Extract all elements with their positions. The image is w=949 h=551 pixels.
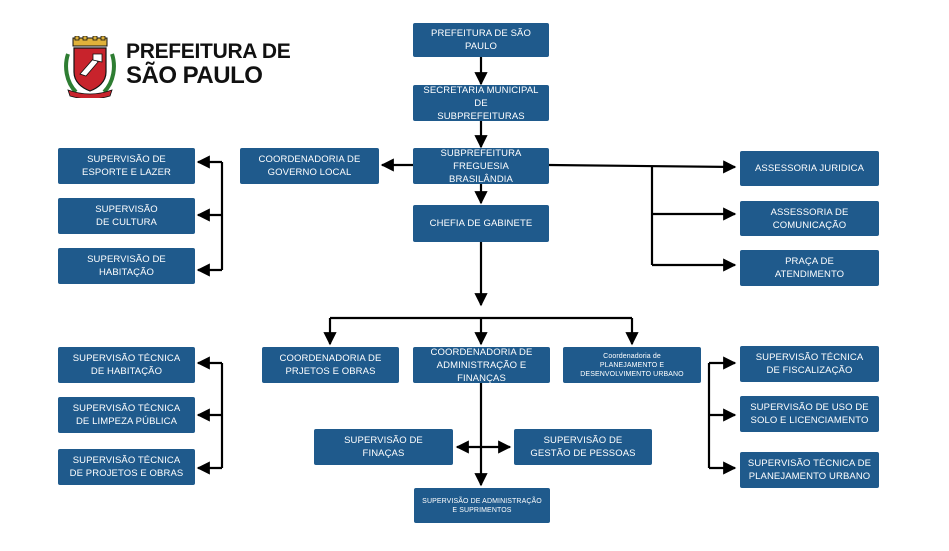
box-chefia: CHEFIA DE GABINETE bbox=[413, 205, 549, 242]
box-sup-tec-fiscalizacao: SUPERVISÃO TÉCNICA DE FISCALIZAÇÃO bbox=[740, 346, 879, 382]
box-assessoria-comunicacao: ASSESSORIA DE COMUNICAÇÃO bbox=[740, 201, 879, 236]
box-secretaria: SECRETARIA MUNICIPAL DE SUBPREFEITURAS bbox=[413, 85, 549, 122]
box-coord-planejamento: Coordenadoria de PLANEJAMENTO E DESENVOL… bbox=[563, 347, 701, 383]
box-sup-cultura: SUPERVISÃO DE CULTURA bbox=[58, 198, 195, 234]
box-sup-tec-limpeza: SUPERVISÃO TÉCNICA DE LIMPEZA PÚBLICA bbox=[58, 397, 195, 433]
box-sup-tec-planejamento: SUPERVISÃO TÉCNICA DE PLANEJAMENTO URBAN… bbox=[740, 452, 879, 488]
logo-text: PREFEITURA DE SÃO PAULO bbox=[126, 41, 291, 89]
box-subprefeitura: SUBPREFEITURA FREGUESIA BRASILÂNDIA bbox=[413, 148, 549, 185]
box-sup-uso-solo: SUPERVISÃO DE USO DE SOLO E LICENCIAMENT… bbox=[740, 396, 879, 432]
coat-of-arms-icon bbox=[64, 36, 116, 98]
box-sup-esporte: SUPERVISÃO DE ESPORTE E LAZER bbox=[58, 148, 195, 184]
box-coord-projetos: COORDENADORIA DE PRJETOS E OBRAS bbox=[262, 347, 399, 383]
box-sup-gestao-pessoas: SUPERVISÃO DE GESTÃO DE PESSOAS bbox=[514, 429, 652, 465]
box-sup-tec-habitacao: SUPERVISÃO TÉCNICA DE HABITAÇÃO bbox=[58, 347, 195, 383]
box-assessoria-juridica: ASSESSORIA JURIDICA bbox=[740, 151, 879, 186]
box-coord-administracao: COORDENADORIA DE ADMINISTRAÇÃO E FINANÇA… bbox=[413, 347, 550, 384]
box-coord-governo: COORDENADORIA DE GOVERNO LOCAL bbox=[240, 148, 379, 184]
box-sup-habitacao: SUPERVISÃO DE HABITAÇÃO bbox=[58, 248, 195, 284]
box-sup-tec-projetos: SUPERVISÃO TÉCNICA DE PROJETOS E OBRAS bbox=[58, 449, 195, 485]
box-praca-atendimento: PRAÇA DE ATENDIMENTO bbox=[740, 250, 879, 286]
logo-line1: PREFEITURA DE bbox=[126, 40, 291, 63]
logo-line2: SÃO PAULO bbox=[126, 62, 263, 89]
box-sup-adm-suprimentos: SUPERVISÃO DE ADMINISTRAÇÃO E SUPRIMENTO… bbox=[414, 488, 550, 523]
box-sup-financas: SUPERVISÃO DE FINAÇAS bbox=[314, 429, 453, 465]
box-prefeitura: PREFEITURA DE SÃO PAULO bbox=[413, 23, 549, 57]
